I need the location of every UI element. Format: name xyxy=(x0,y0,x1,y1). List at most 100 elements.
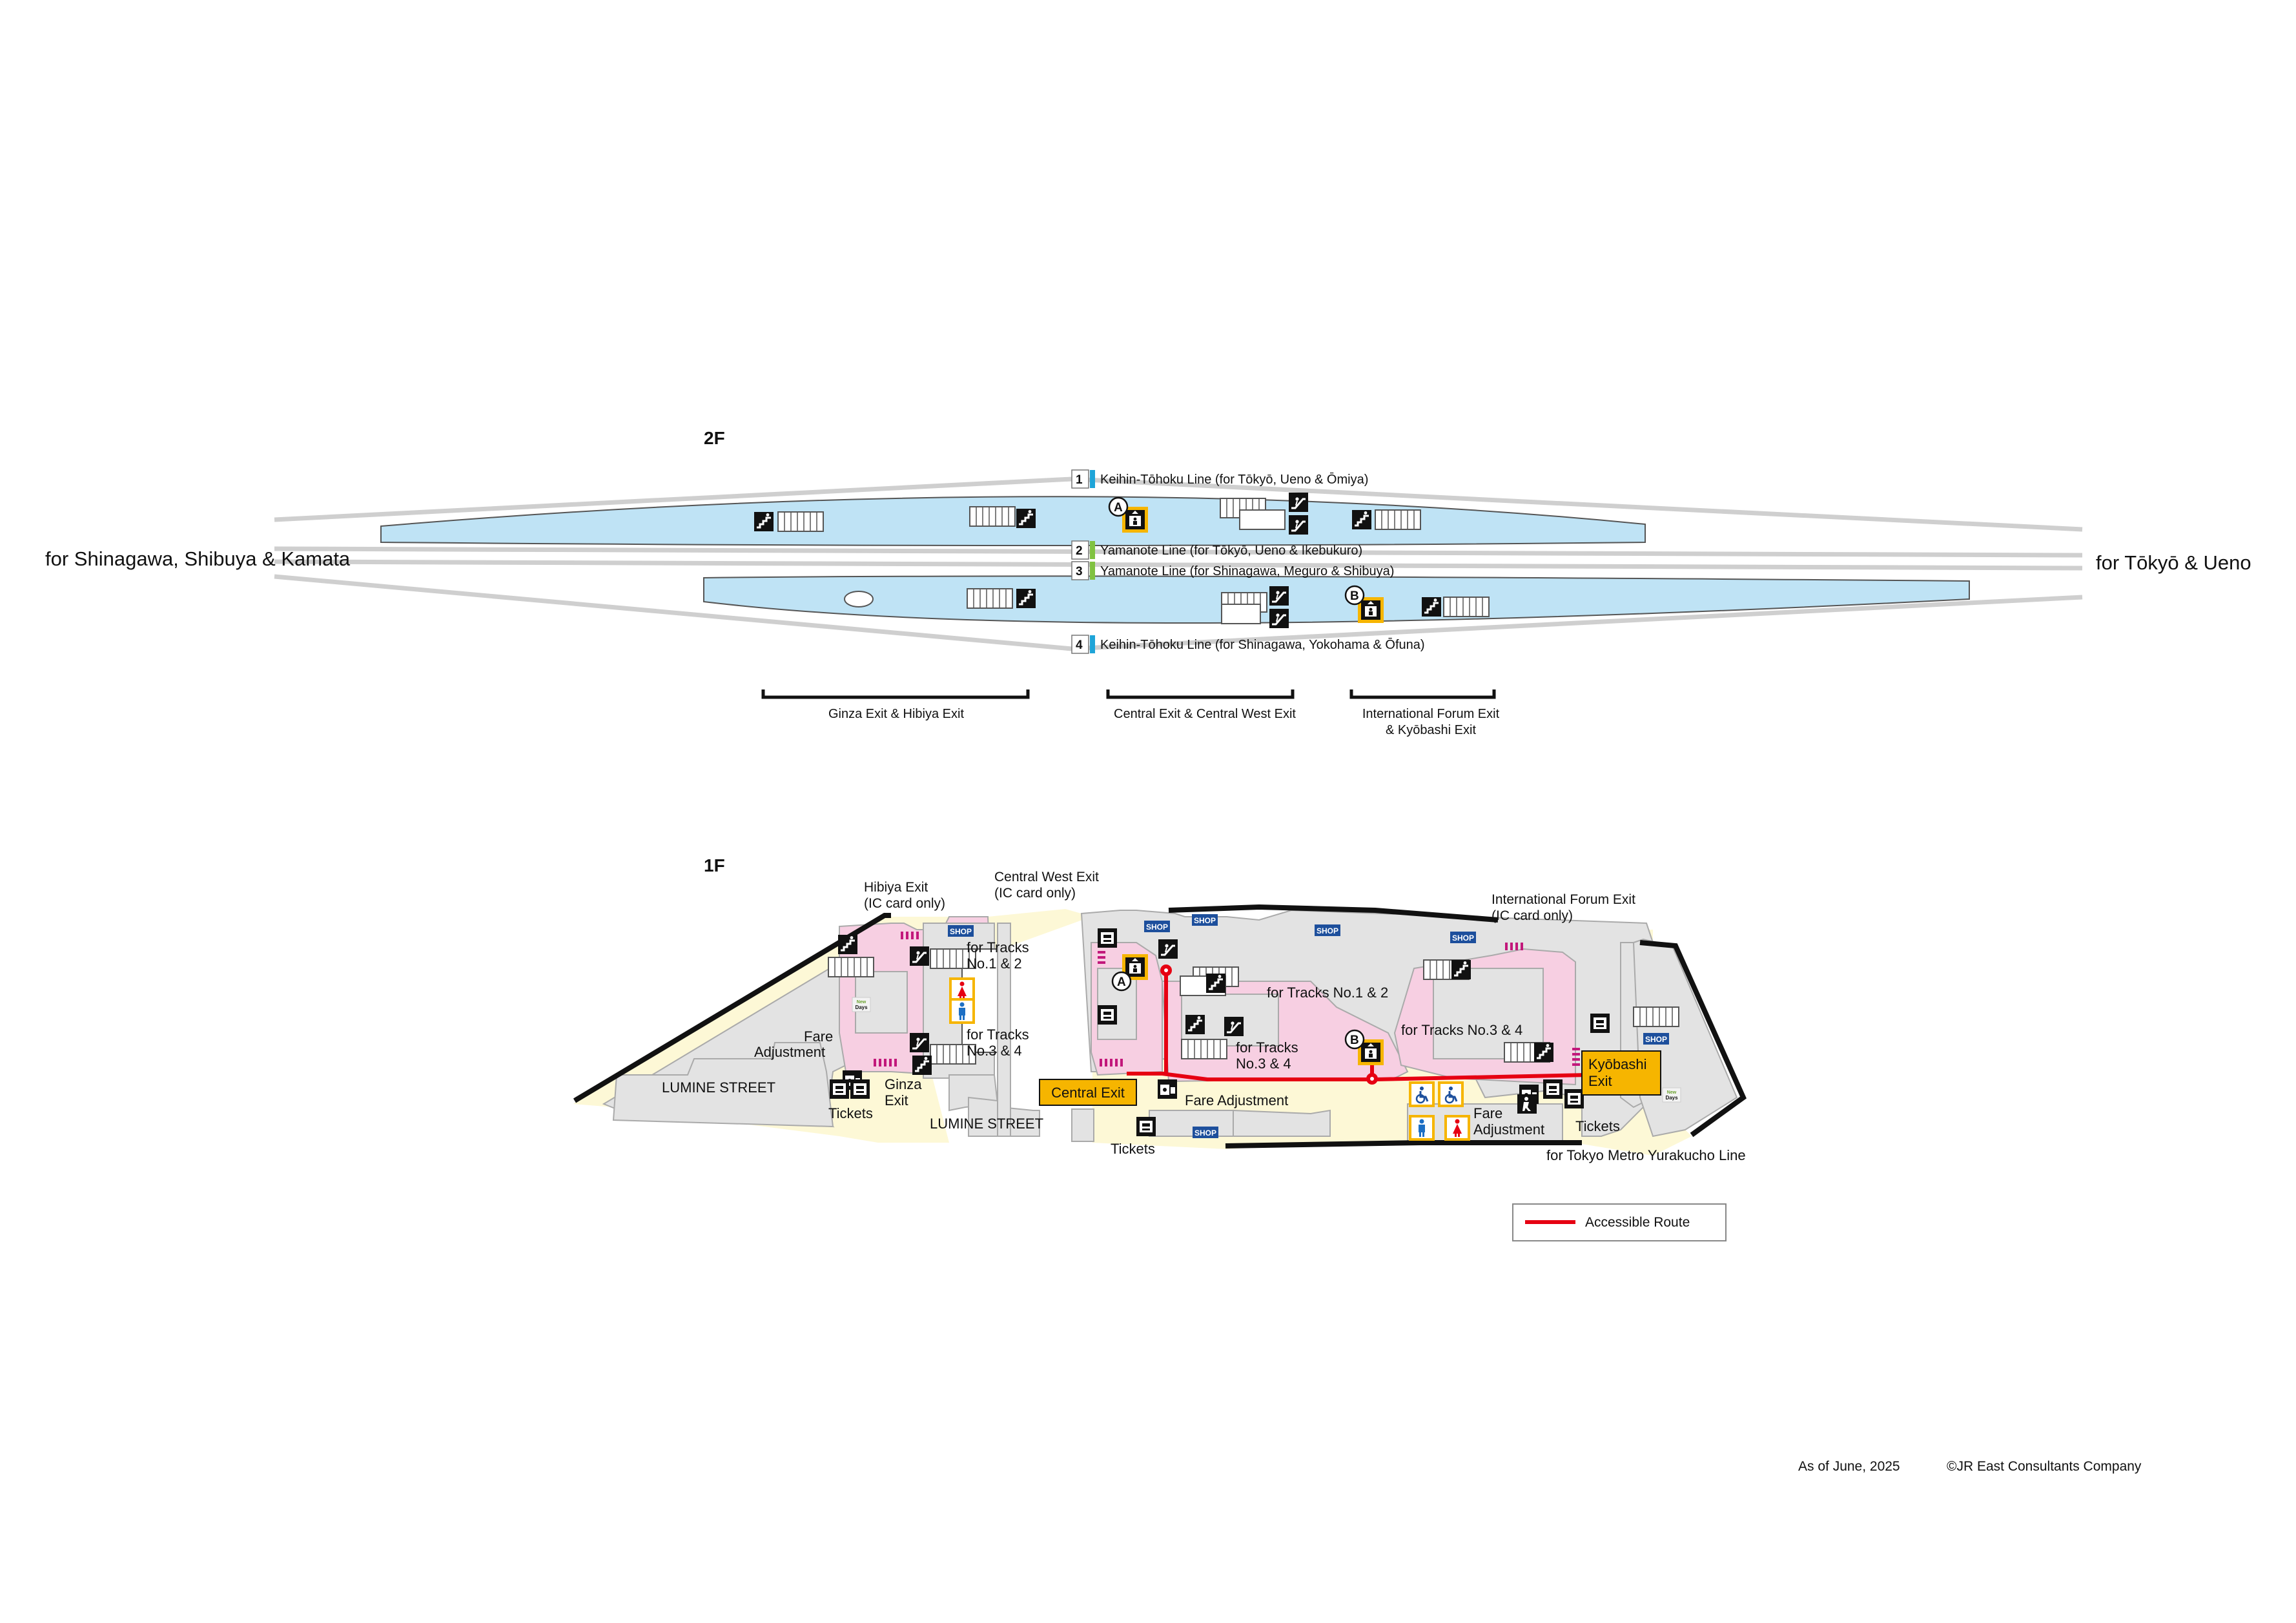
elevator-a-1f-marker xyxy=(1111,971,1132,992)
track-2-number: 2 xyxy=(1076,544,1083,558)
section-ginza-label: Ginza Exit & Hibiya Exit xyxy=(828,707,965,721)
section-central: Central Exit & Central West Exit xyxy=(1106,689,1296,721)
tracks12-west-label-1: for Tracks xyxy=(967,939,1029,955)
stairs-platform12-left[interactable] xyxy=(777,511,824,532)
tracks12-central-label: for Tracks No.1 & 2 xyxy=(1267,985,1388,1001)
forum-exit-note: (IC card only) xyxy=(1491,908,1573,923)
stairs-platform12-center[interactable] xyxy=(1220,498,1286,530)
tracks34-west-label-1: for Tracks xyxy=(967,1026,1029,1043)
wheelchair-toilet-icon[interactable] xyxy=(1408,1080,1436,1108)
track-label-3: 3 Yamanote Line (for Shinagawa, Meguro &… xyxy=(1071,561,1394,580)
ticket-machine-icon-west xyxy=(830,1079,849,1099)
fare-adjustment-west-label-2: Adjustment xyxy=(754,1044,825,1060)
track-label-2: 2 Yamanote Line (for Tōkyō, Ueno & Ikebu… xyxy=(1071,540,1362,560)
track-3-name: Yamanote Line (for Shinagawa, Meguro & S… xyxy=(1100,564,1394,578)
stairs-platform34-right[interactable] xyxy=(1443,597,1490,617)
ticket-machine-icon-east xyxy=(1543,1079,1563,1099)
toilet-icon-east xyxy=(1517,1094,1537,1114)
track-1-number: 1 xyxy=(1076,473,1083,487)
fare-adjustment-center-label: Fare Adjustment xyxy=(1185,1092,1288,1108)
footer-copyright: ©JR East Consultants Company xyxy=(1947,1459,2142,1474)
footer-date: As of June, 2025 xyxy=(1798,1459,1900,1474)
track-1-color xyxy=(1090,470,1095,488)
stair-icon xyxy=(1184,1014,1206,1036)
shop-label: SHOP xyxy=(1645,1035,1667,1044)
stairs-platform34-center[interactable] xyxy=(1221,592,1267,624)
ticket-machine-icon xyxy=(1098,1005,1117,1025)
floor-label-1f: 1F xyxy=(704,855,725,875)
section-ginza-hibiya: Ginza Exit & Hibiya Exit xyxy=(761,689,1030,721)
stairs-icon xyxy=(753,511,775,533)
newdays-label: New xyxy=(1667,1090,1677,1095)
track-1-name: Keihin-Tōhoku Line (for Tōkyō, Ueno & Ōm… xyxy=(1100,472,1368,487)
ticket-machine-icon xyxy=(1098,928,1117,948)
tracks34-west-label-2: No.3 & 4 xyxy=(967,1043,1022,1059)
newdays-label: Days xyxy=(1665,1095,1678,1101)
track-2-color xyxy=(1090,541,1095,559)
elevator-a-1f-letter: A xyxy=(1117,975,1126,989)
tickets-center-label: Tickets xyxy=(1111,1141,1155,1157)
newdays-label: New xyxy=(857,1000,866,1005)
newdays-label: Days xyxy=(855,1005,868,1010)
hibiya-exit-label: Hibiya Exit xyxy=(864,880,928,895)
elevator-b-marker xyxy=(1344,585,1365,606)
hibiya-exit-note: (IC card only) xyxy=(864,896,945,911)
track-label-4: 4 Keihin-Tōhoku Line (for Shinagawa, Yok… xyxy=(1071,635,1425,654)
shop-label: SHOP xyxy=(950,927,972,936)
escalator-icon xyxy=(1157,938,1179,960)
toilet-male-west[interactable] xyxy=(949,998,975,1024)
lumine-street-west-label: LUMINE STREET xyxy=(662,1079,775,1096)
ginza-exit-label-1: Ginza xyxy=(885,1076,922,1092)
stair-icon xyxy=(911,1054,933,1076)
escalator-icon xyxy=(908,945,930,967)
track-4-name: Keihin-Tōhoku Line (for Shinagawa, Yokoh… xyxy=(1100,637,1425,652)
outer-walls xyxy=(573,904,1747,1148)
tracks34-east-label: for Tracks No.3 & 4 xyxy=(1401,1022,1522,1038)
central-west-exit-label: Central West Exit xyxy=(994,870,1099,884)
ticket-machine-icon-west-2 xyxy=(850,1079,870,1099)
escalator-icon xyxy=(1268,607,1290,629)
stairs-platform12-mid[interactable] xyxy=(969,506,1016,527)
escalator-icon xyxy=(1287,514,1309,536)
stairs-icon xyxy=(1015,587,1037,609)
newdays-store-west: New Days xyxy=(852,997,871,1012)
stairs-1f-west-up[interactable] xyxy=(828,957,874,977)
forum-exit-label: International Forum Exit xyxy=(1491,892,1635,907)
stairs-platform12-right[interactable] xyxy=(1375,509,1421,530)
elevator-a-marker xyxy=(1108,496,1129,517)
concourse-west xyxy=(602,938,889,1128)
shop-label: SHOP xyxy=(1194,916,1216,925)
concourse-lumine-center xyxy=(948,923,1040,1137)
stairs-1f-central-tracks34[interactable] xyxy=(1181,1039,1227,1059)
stairs-1f-east-right[interactable] xyxy=(1633,1006,1679,1027)
central-exit-badge[interactable]: Central Exit xyxy=(1039,1079,1137,1106)
tickets-west-label: Tickets xyxy=(828,1105,873,1121)
wheelchair-toilet-icon-2[interactable] xyxy=(1437,1080,1465,1108)
toilet-male-east[interactable] xyxy=(1409,1115,1435,1141)
elevator-b-1f-marker xyxy=(1344,1029,1365,1050)
newdays-store-east: New Days xyxy=(1662,1087,1681,1103)
direction-west: for Shinagawa, Shibuya & Kamata xyxy=(45,547,351,570)
tracks12-west-label-2: No.1 & 2 xyxy=(967,955,1022,972)
escalator-icon xyxy=(1223,1016,1245,1037)
section-forum-label-2: & Kyōbashi Exit xyxy=(1386,723,1477,737)
escalator-icon xyxy=(1287,491,1309,513)
track-4-color xyxy=(1090,635,1095,653)
tokyo-metro-label: for Tokyo Metro Yurakucho Line xyxy=(1546,1147,1746,1163)
toilet-female-east[interactable] xyxy=(1444,1115,1470,1141)
section-forum-kyobashi: International Forum Exit & Kyōbashi Exit xyxy=(1349,689,1500,737)
central-exit-label: Central Exit xyxy=(1051,1085,1125,1101)
stair-icon xyxy=(1450,959,1472,981)
ticket-gates xyxy=(874,932,1580,1067)
tracks34-central-label-2: No.3 & 4 xyxy=(1236,1056,1291,1072)
elevator-b-letter: B xyxy=(1350,589,1359,603)
stairs-platform34-left[interactable] xyxy=(967,588,1013,609)
lumine-street-center-label: LUMINE STREET xyxy=(930,1116,1043,1132)
legend-accessible-route: Accessible Route xyxy=(1585,1215,1690,1230)
section-central-label: Central Exit & Central West Exit xyxy=(1114,707,1296,721)
stair-icon xyxy=(1205,972,1227,994)
shop-label: SHOP xyxy=(1452,934,1474,943)
kyobashi-exit-badge[interactable]: Kyōbashi Exit xyxy=(1581,1050,1661,1096)
track-3-color xyxy=(1090,562,1095,580)
